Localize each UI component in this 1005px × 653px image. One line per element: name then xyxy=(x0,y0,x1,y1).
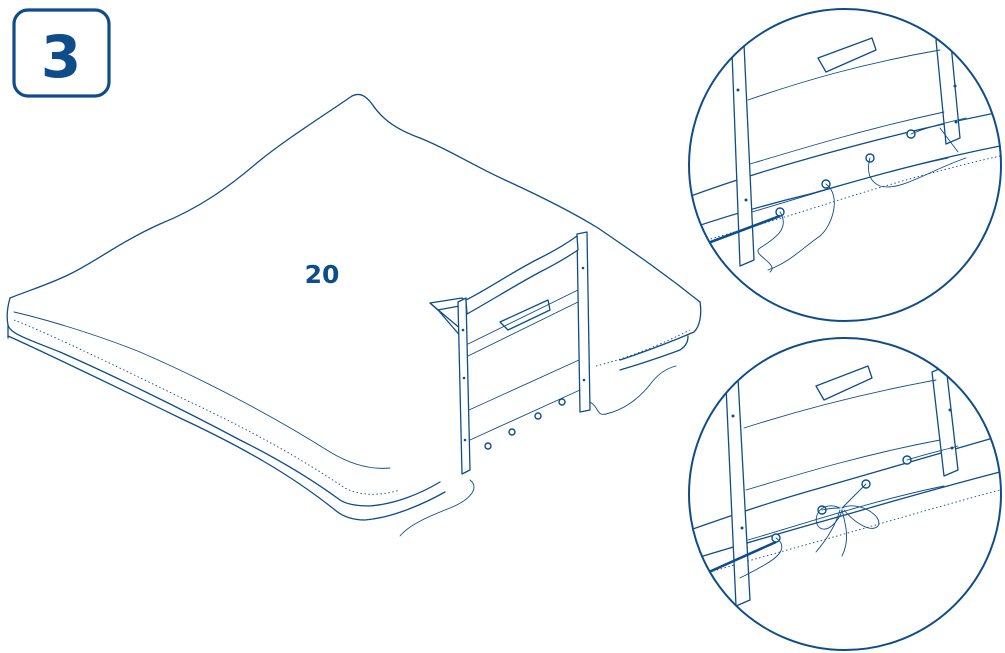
detail-bottom-cord-2 xyxy=(821,483,867,511)
step-badge: 3 xyxy=(12,8,111,98)
step-badge-frame xyxy=(12,8,111,98)
part-number-label: 20 xyxy=(305,260,340,289)
detail-top-circle xyxy=(688,8,1002,322)
detail-bottom-screw xyxy=(740,526,744,530)
mattress-base-right xyxy=(619,335,689,371)
detail-bottom-cord-strap xyxy=(699,540,777,578)
mattress-stitching-front xyxy=(13,319,401,495)
rail-right-post xyxy=(576,231,591,413)
rail-left-post xyxy=(457,297,471,475)
rail-eyelet-2 xyxy=(508,428,516,436)
mattress-top-outline xyxy=(9,93,701,303)
step-number: 3 xyxy=(41,23,81,91)
rail-screw-dot xyxy=(463,438,467,442)
detail-top-cord-3 xyxy=(868,157,967,188)
rail-handle-slot xyxy=(499,299,551,331)
mattress-front-edge xyxy=(6,297,441,507)
detail-bottom-left-post xyxy=(725,377,751,607)
detail-bottom-cord-1 xyxy=(739,537,783,579)
detail-bottom-board-low xyxy=(747,485,945,541)
mattress-base xyxy=(7,335,446,521)
rail-screw-dot xyxy=(462,376,466,380)
detail-top-cord-2 xyxy=(767,183,835,271)
mattress-stitching-right xyxy=(595,329,691,367)
detail-bottom-screw xyxy=(731,414,735,418)
detail-top-board-upper xyxy=(747,49,941,101)
detail-top-cord-4 xyxy=(910,117,967,153)
detail-bottom-circle xyxy=(688,337,1002,651)
detail-bottom-mattress-base xyxy=(689,471,1001,561)
mattress-top-seam xyxy=(13,311,391,469)
side-rail xyxy=(399,231,677,537)
detail-top-screw xyxy=(953,84,957,88)
detail-bottom xyxy=(688,337,1002,651)
detail-top-screw xyxy=(954,120,958,124)
detail-bottom-bow-tail-2 xyxy=(841,509,848,557)
detail-top-screw xyxy=(744,198,748,202)
rail-screw-dot xyxy=(581,266,585,270)
rail-cord-left xyxy=(399,479,475,537)
rail-middle-board xyxy=(467,289,579,357)
rail-screw-dot xyxy=(461,328,465,332)
detail-top-mattress-base xyxy=(689,145,1001,233)
rail-cord-right xyxy=(589,365,677,415)
detail-top-handle xyxy=(817,37,877,73)
rail-eyelet-1 xyxy=(484,442,492,450)
detail-top-cord-1 xyxy=(757,211,784,273)
detail-bottom-handle xyxy=(815,365,873,401)
rail-eyelet-4 xyxy=(558,398,566,406)
detail-bottom-bow-loop-left xyxy=(815,505,843,530)
detail-bottom-board-upper xyxy=(743,379,937,429)
detail-top-board-low xyxy=(751,157,949,213)
detail-bottom-board-mid xyxy=(745,439,941,491)
detail-top-screw xyxy=(736,88,740,92)
detail-bottom-bow-tail-1 xyxy=(815,509,841,553)
mattress-right-edge xyxy=(619,301,702,361)
detail-bottom-bow-loop-right xyxy=(841,505,880,529)
rail-arched-top xyxy=(465,235,579,315)
detail-bottom-cord-3 xyxy=(906,445,959,461)
rail-screw-dot xyxy=(582,378,586,382)
main-illustration: 20 xyxy=(6,93,702,537)
detail-bottom-screw xyxy=(948,408,952,412)
detail-top-board-mid xyxy=(749,111,945,165)
detail-top xyxy=(688,8,1002,322)
detail-top-cord-strap xyxy=(699,214,781,248)
rail-eyelet-3 xyxy=(534,412,542,420)
